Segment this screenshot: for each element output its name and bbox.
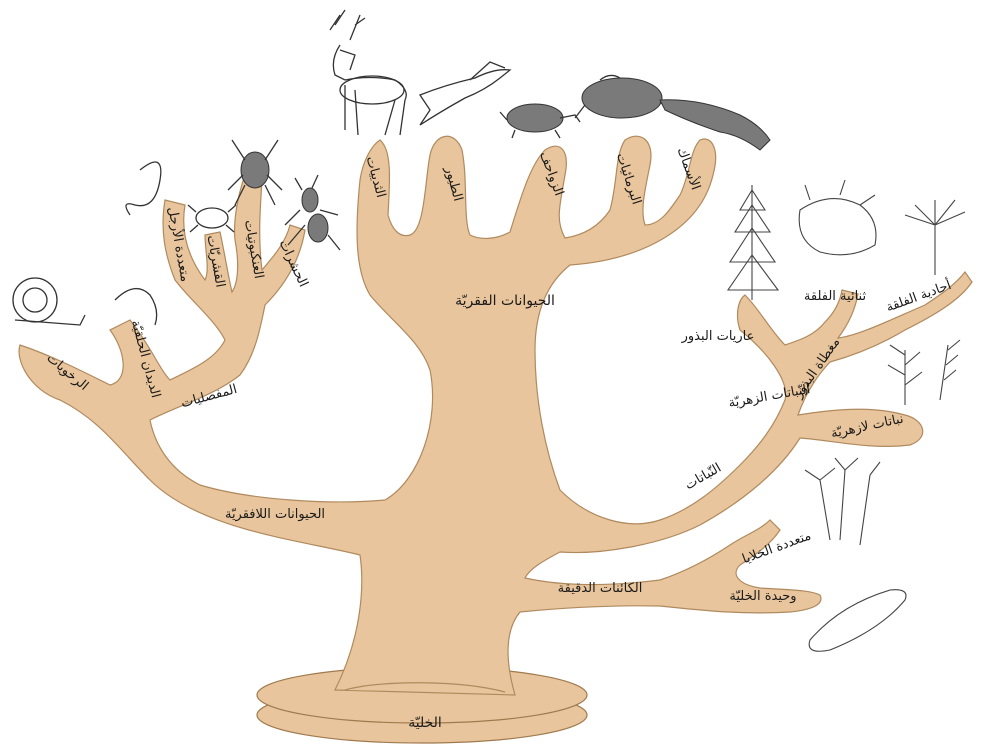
conifer-illustration <box>728 185 778 300</box>
label-gymnosperms: عاريات البذور <box>681 329 755 344</box>
label-vertebrates: الحيوانات الفقريّة <box>455 293 555 309</box>
centipede-illustration <box>126 162 161 215</box>
fern-illustration <box>888 340 960 405</box>
crab-illustration <box>188 205 236 232</box>
label-invertebrates: الحيوانات اللافقريّة <box>225 507 325 522</box>
fish-illustration <box>660 100 770 150</box>
label-cell: الخليّة <box>408 715 442 731</box>
bird-illustration <box>420 62 510 125</box>
palm-illustration <box>905 200 965 275</box>
ant-illustration <box>285 175 340 250</box>
turtle-illustration <box>500 104 580 138</box>
snail-illustration <box>13 278 85 325</box>
deer-illustration <box>330 10 406 135</box>
paramecium-illustration <box>809 590 906 652</box>
tree-trunk <box>19 136 972 695</box>
label-microorganisms: الكائنات الدقيقة <box>558 581 643 596</box>
label-dicots: ثنائية الفلقة <box>804 289 867 304</box>
frog-illustration <box>575 75 672 118</box>
flowering-plant-illustration <box>799 180 876 255</box>
label-unicellular: وحيدة الخليّة <box>729 589 796 604</box>
algae-illustration <box>805 458 880 545</box>
